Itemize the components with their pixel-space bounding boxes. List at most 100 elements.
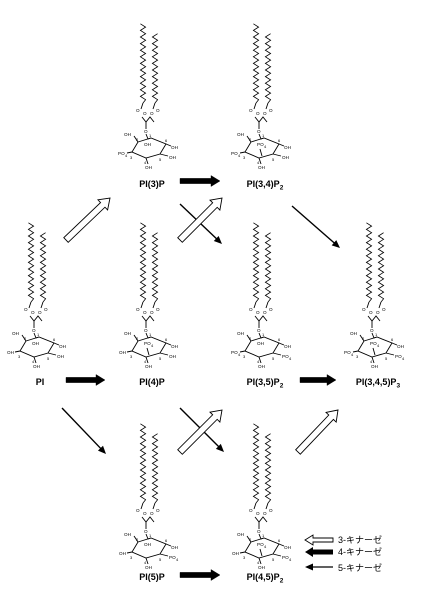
ring-position-3: 3 (243, 354, 246, 359)
ring-position-6: 6 (278, 138, 281, 143)
ring-position-4: 4 (144, 359, 147, 364)
phosphate-c5: PO (169, 555, 176, 560)
acyl-chain-2 (264, 33, 272, 104)
thin-arrow-icon (305, 563, 313, 571)
ring-position-4: 4 (370, 359, 373, 364)
ester-oxygen: O (150, 310, 154, 315)
hydroxyl-c2: OH (237, 532, 244, 537)
ester-oxygen: O (249, 307, 253, 312)
hydroxyl-c6: OH (284, 145, 291, 150)
hydroxyl-c4: OH (144, 142, 151, 147)
ester-oxygen: O (382, 307, 386, 312)
ring-position-1: 1 (262, 533, 265, 538)
legend: 3-キナーゼ 4-キナーゼ 5-キナーゼ (304, 534, 382, 573)
ring-position-2: 2 (136, 537, 139, 542)
phosphate-subscript: 4 (289, 356, 292, 361)
hydroxyl-c4-axial: OH (145, 364, 152, 369)
ester-oxygen: O (44, 307, 48, 312)
ester-oxygen: O (143, 511, 147, 516)
phosphate-subscript: 4 (377, 343, 380, 348)
hydroxyl-c4: OH (144, 542, 151, 547)
ester-oxygen: O (256, 511, 260, 516)
ring-position-3: 3 (243, 155, 246, 160)
phosphate-c4: PO (144, 341, 151, 346)
arrow-pi45p2-to-pi345p3 (295, 409, 339, 455)
phosphate-subscript: 4 (351, 352, 354, 357)
hydroxyl-c2: OH (124, 532, 131, 537)
ring-position-3: 3 (130, 354, 133, 359)
ring-position-3: 3 (18, 354, 21, 359)
arrow-pi34p2-to-pi345p3 (291, 205, 340, 248)
ring-position-1: 1 (375, 332, 378, 337)
hydroxyl-c4-axial: OH (258, 165, 265, 170)
hydroxyl-c4-axial: OH (145, 565, 152, 570)
ester-oxygen: O (31, 310, 35, 315)
phosphate-c4: PO (257, 542, 264, 547)
ester-oxygen: O (256, 111, 260, 116)
molecule-label: PI(3,4,5)P3 (356, 377, 401, 390)
acyl-chain-2 (39, 232, 47, 303)
ring-position-6: 6 (391, 337, 394, 342)
ring-position-4: 4 (144, 560, 147, 565)
ring-position-5: 5 (159, 557, 162, 562)
hydroxyl-c4: OH (32, 341, 39, 346)
phosphodiester-oxygen: O (144, 129, 148, 134)
ring-position-4: 4 (257, 359, 260, 364)
phosphodiester-oxygen: O (144, 328, 148, 333)
arrow-pi-to-pi3p (63, 197, 111, 243)
ring-position-1: 1 (262, 133, 265, 138)
hydroxyl-c3: OH (232, 551, 239, 556)
hydroxyl-c6: OH (284, 344, 291, 349)
acyl-chain-1 (27, 222, 35, 303)
hydroxyl-c4-axial: OH (371, 364, 378, 369)
phosphate-c5: PO (282, 354, 289, 359)
phosphate-c5: PO (282, 555, 289, 560)
ring-position-6: 6 (165, 538, 168, 543)
ester-oxygen: O (136, 508, 140, 513)
acyl-chain-1 (139, 23, 147, 104)
ester-oxygen: O (263, 111, 267, 116)
phosphate-subscript: 4 (176, 557, 179, 562)
ring-position-4: 4 (257, 560, 260, 565)
hydroxyl-c6: OH (59, 344, 66, 349)
ester-oxygen: O (143, 310, 147, 315)
molecule-label: PI(3)P (139, 179, 165, 189)
hydroxyl-c5: OH (57, 354, 64, 359)
ring-position-5: 5 (272, 356, 275, 361)
legend-item-3-kinase: 3-キナーゼ (304, 534, 382, 546)
phosphate-c3: PO (344, 350, 351, 355)
ring-position-1: 1 (37, 332, 40, 337)
hydroxyl-c6: OH (397, 344, 404, 349)
ring-position-2: 2 (24, 336, 27, 341)
hydroxyl-c2: OH (237, 132, 244, 137)
ring-position-1: 1 (262, 332, 265, 337)
ester-oxygen: O (269, 307, 273, 312)
ester-oxygen: O (249, 508, 253, 513)
hydroxyl-c5: OH (282, 155, 289, 160)
phosphate-subscript: 4 (125, 153, 128, 158)
acyl-chain-1 (139, 423, 147, 504)
ester-oxygen: O (249, 108, 253, 113)
phosphate-subscript: 4 (151, 343, 154, 348)
ring-position-6: 6 (278, 538, 281, 543)
acyl-chain-1 (252, 423, 260, 504)
acyl-chain-2 (151, 33, 159, 104)
phosphodiester-oxygen: O (32, 328, 36, 333)
phosphate-subscript: 4 (264, 544, 267, 549)
hydroxyl-c5: OH (169, 354, 176, 359)
ring-position-1: 1 (149, 533, 152, 538)
ring-position-4: 4 (32, 359, 35, 364)
phosphodiester-oxygen: O (144, 529, 148, 534)
